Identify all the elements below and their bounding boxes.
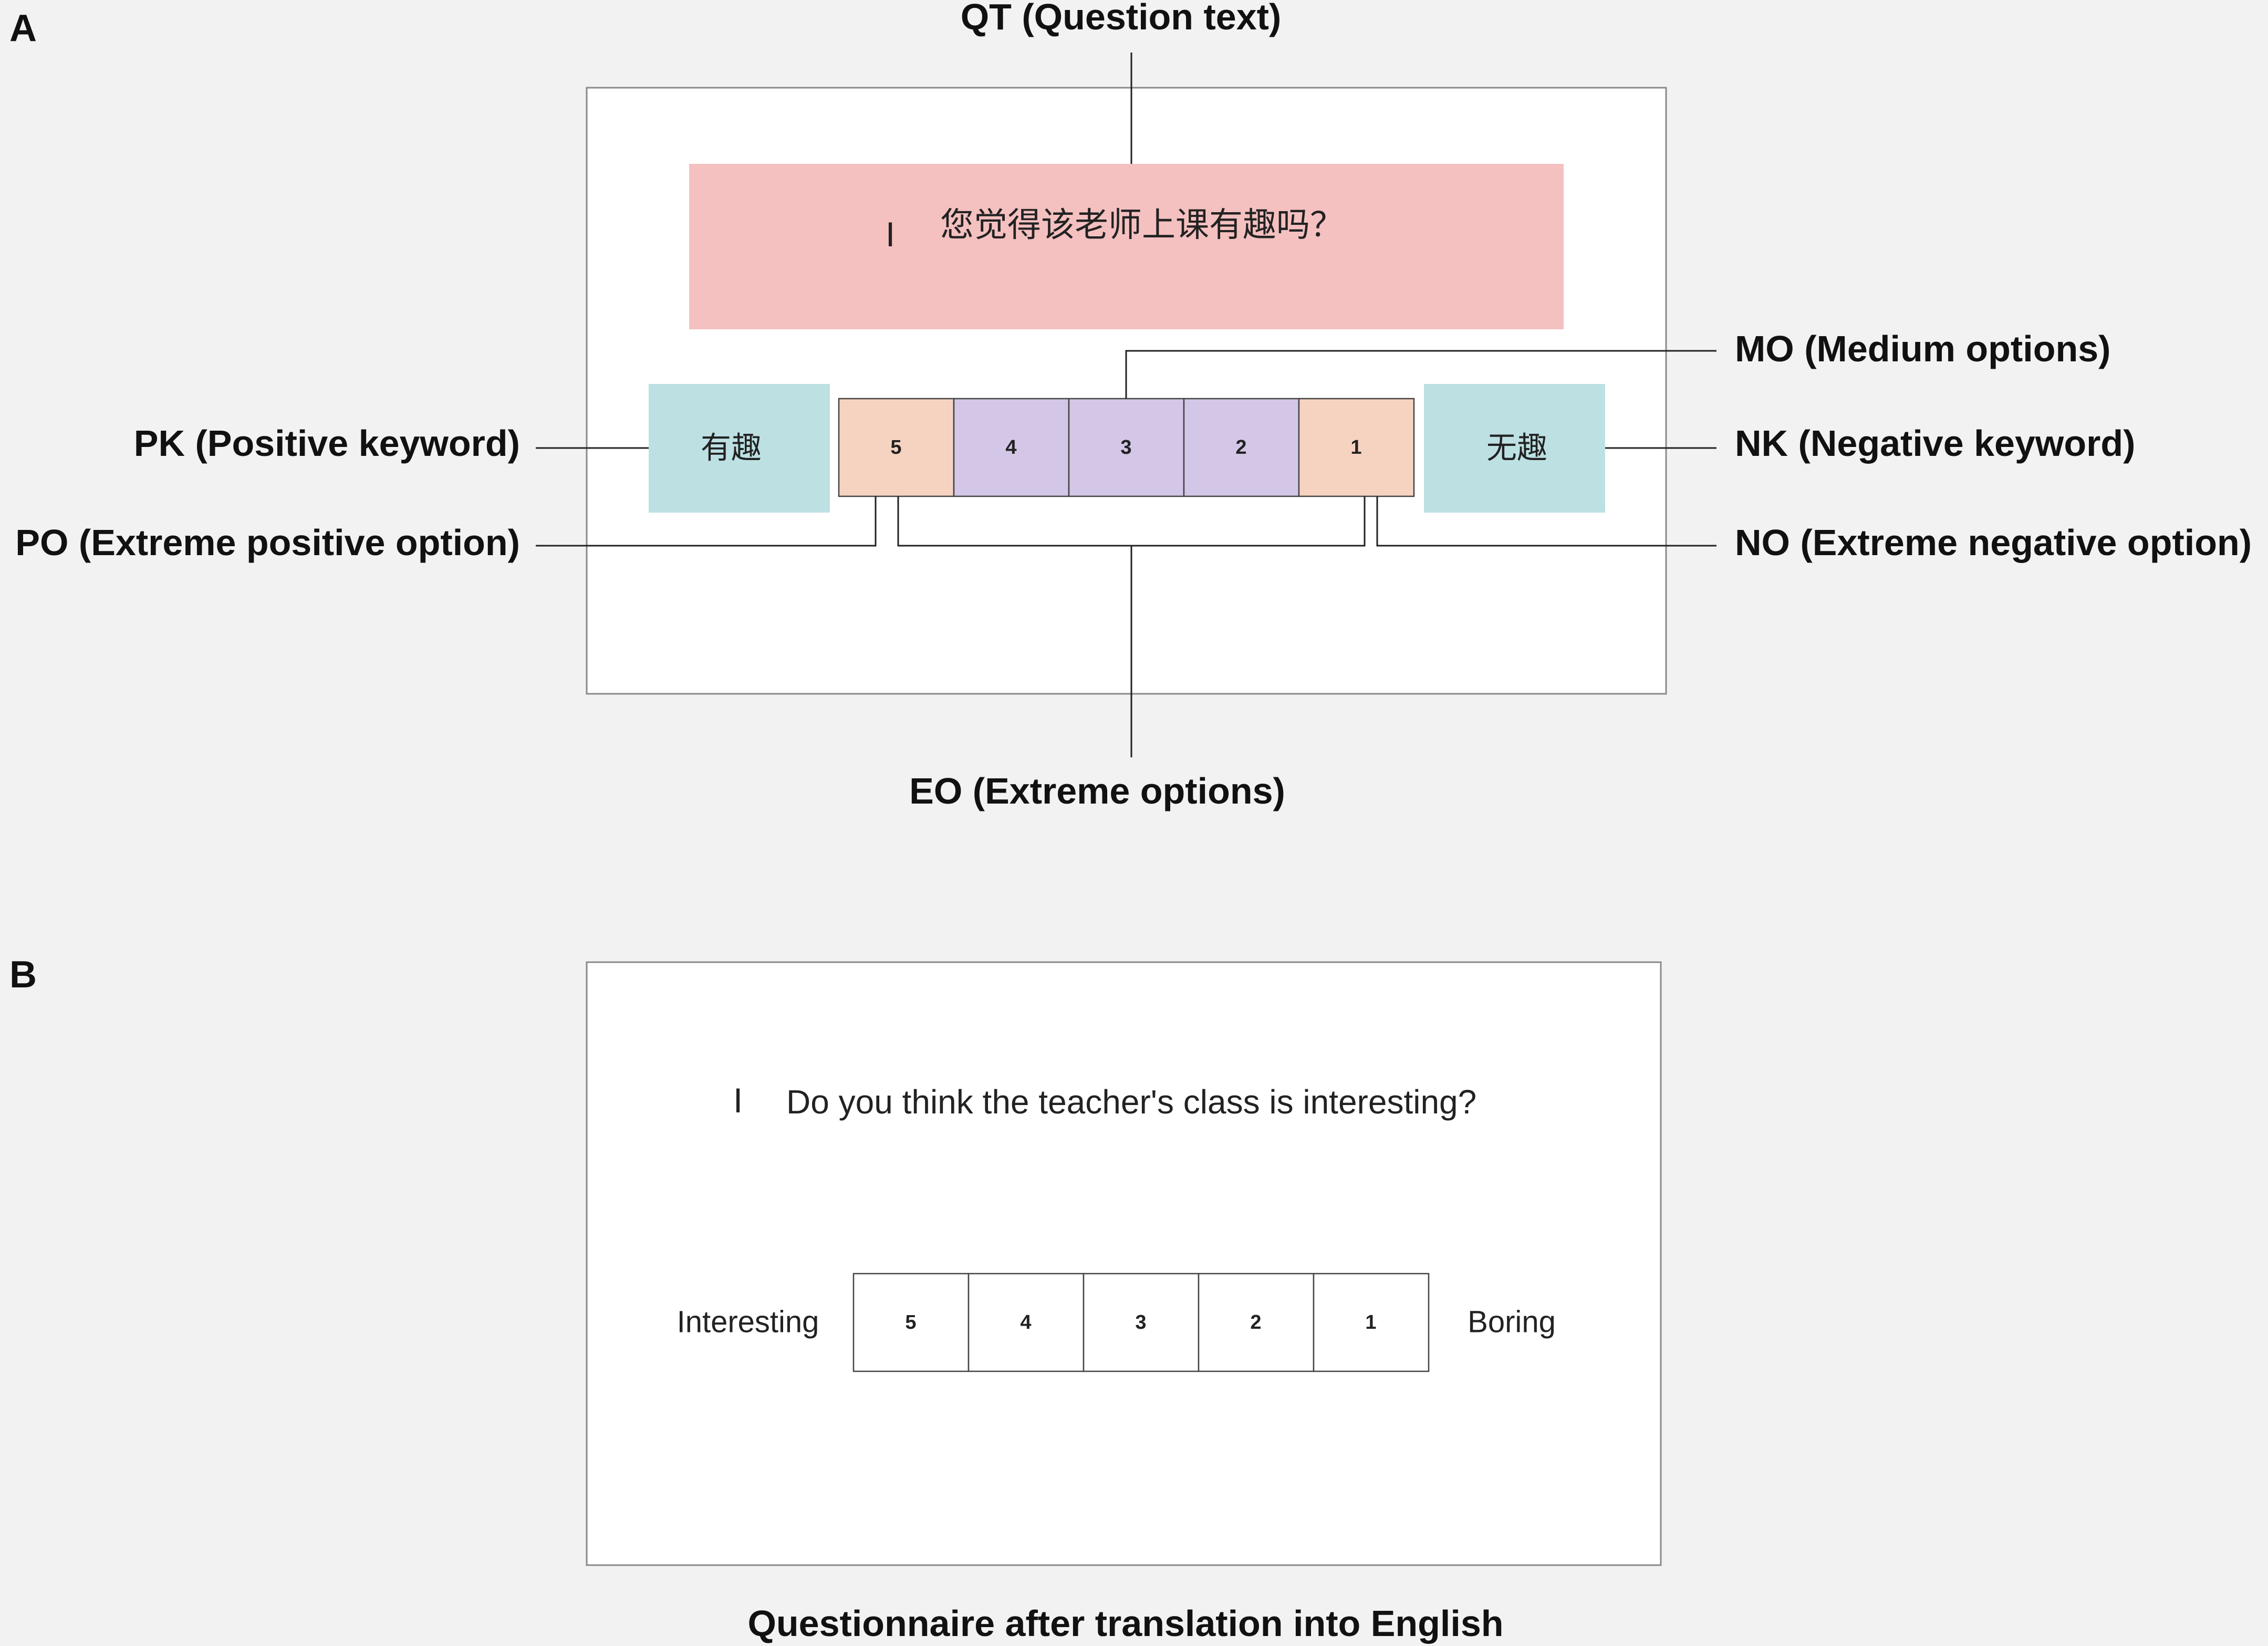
question-marker: I (886, 215, 895, 254)
negative-keyword-box (1424, 384, 1605, 513)
leader-mo (1125, 350, 1716, 399)
option-label-5: 5 (890, 436, 901, 459)
callout-mo: MO (Medium options) (1735, 328, 2110, 369)
option-cell-en-3[interactable] (1083, 1273, 1200, 1372)
option-scale: 5 4 3 2 1 (838, 398, 1415, 497)
panel-b-caption: Questionnaire after translation into Eng… (747, 1603, 1503, 1644)
callout-eo: EO (Extreme options) (909, 770, 1285, 811)
negative-keyword-en: Boring (1468, 1305, 1556, 1339)
option-label-4: 4 (1005, 436, 1016, 459)
option-label-en-3: 3 (1135, 1311, 1146, 1334)
question-marker-en: I (733, 1081, 743, 1120)
question-text-en: Do you think the teacher's class is inte… (786, 1083, 1476, 1121)
leader-no (1376, 496, 1716, 547)
option-label-en-2: 2 (1250, 1311, 1261, 1334)
leader-lines (536, 53, 1716, 757)
option-label-1: 1 (1350, 436, 1361, 459)
callout-po: PO (Extreme positive option) (15, 522, 520, 563)
option-cell-en-2[interactable] (1198, 1273, 1315, 1372)
option-cell-en-4[interactable] (967, 1273, 1085, 1372)
option-label-en-5: 5 (905, 1311, 916, 1334)
panel-b-frame (586, 961, 1662, 1566)
option-scale-en: 5 4 3 2 1 (852, 1273, 1430, 1372)
positive-keyword: 有趣 (701, 431, 762, 465)
option-label-2: 2 (1235, 436, 1246, 459)
option-cell-en-1[interactable] (1313, 1273, 1430, 1372)
option-cell-en-5[interactable] (852, 1273, 970, 1372)
option-cell-2[interactable] (1183, 398, 1300, 497)
callout-qt: QT (Question text) (961, 0, 1282, 37)
option-label-en-1: 1 (1365, 1311, 1376, 1334)
option-cell-1[interactable] (1298, 398, 1415, 497)
positive-keyword-box (649, 384, 830, 513)
positive-keyword-en: Interesting (677, 1305, 819, 1339)
option-label-3: 3 (1120, 436, 1131, 459)
negative-keyword: 无趣 (1486, 431, 1547, 465)
callout-no: NO (Extreme negative option) (1735, 522, 2252, 563)
question-box (689, 164, 1564, 329)
question-text: 您觉得该老师上课有趣吗？ (940, 206, 1344, 244)
panel-a: A I 您觉得该老师上课有趣吗？ 有趣 无趣 5 4 3 2 1 (9, 0, 2252, 811)
option-label-en-4: 4 (1020, 1311, 1031, 1334)
panel-b: B I Do you think the teacher's class is … (9, 954, 1662, 1644)
panel-b-label: B (9, 954, 37, 996)
panel-a-label: A (9, 7, 37, 49)
callout-pk: PK (Positive keyword) (134, 423, 520, 464)
leader-po (536, 496, 877, 547)
callout-nk: NK (Negative keyword) (1735, 423, 2135, 464)
